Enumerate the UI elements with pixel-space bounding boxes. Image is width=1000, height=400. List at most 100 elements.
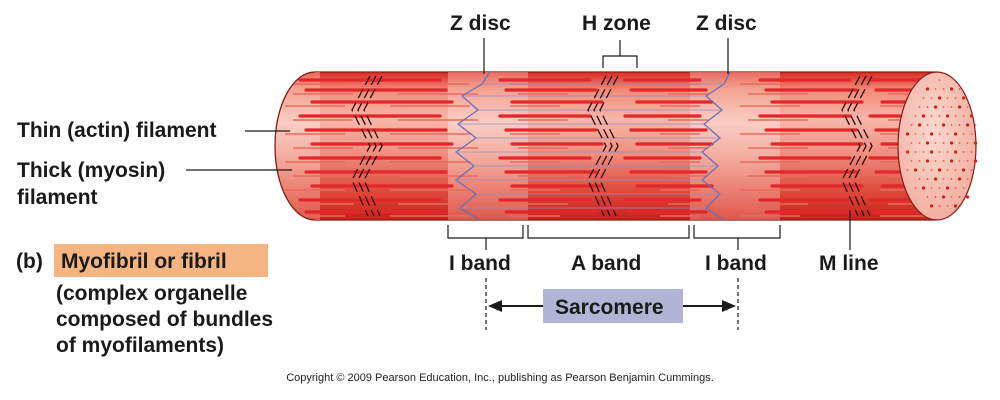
cross-section-dot — [942, 160, 945, 162]
h-zone-bracket — [602, 40, 638, 68]
cross-section-dot — [918, 178, 921, 180]
i-band-region-right — [690, 72, 780, 220]
thick-filament-label-line1: Thick (myosin) — [17, 159, 165, 182]
cross-section-dot — [942, 88, 945, 90]
cross-section-dot — [965, 195, 970, 199]
cross-section-dot — [910, 160, 913, 162]
cross-section-dot — [929, 132, 934, 136]
m-line-right — [841, 75, 873, 217]
figure-letter: (b) — [16, 250, 43, 273]
cross-section-dot — [925, 87, 930, 91]
cross-section-dot — [933, 177, 938, 181]
cross-section-dot — [938, 115, 941, 117]
cross-section-dot — [914, 133, 917, 135]
cross-section-dot — [958, 160, 961, 162]
cross-section-dot — [937, 96, 942, 100]
cross-section-dot — [970, 151, 973, 153]
cross-section-dot — [921, 186, 926, 190]
cross-section-dot — [938, 151, 941, 153]
cross-section-dot — [914, 115, 917, 117]
cross-section-dot — [966, 160, 969, 162]
cross-section-dot — [953, 150, 958, 154]
cross-section-dot — [930, 169, 933, 171]
cross-section-dot — [973, 159, 978, 163]
cross-section-dot — [954, 187, 957, 189]
description-line: composed of bundles — [56, 308, 274, 331]
description-line: of myofilaments) — [56, 334, 225, 357]
cross-section-dot — [930, 187, 933, 189]
thin-filament-label: Thin (actin) filament — [17, 119, 217, 142]
cross-section-dot — [938, 205, 941, 207]
cross-section-dot — [938, 79, 941, 81]
cross-section-dot — [910, 142, 913, 144]
cross-section-dot — [914, 187, 917, 189]
cross-section-dot — [925, 159, 930, 163]
cross-section-dot — [957, 105, 962, 109]
cross-section-dot — [946, 151, 949, 153]
cross-section-dot — [926, 196, 929, 198]
cross-section-dot — [962, 187, 965, 189]
cross-section-dot — [914, 151, 917, 153]
cross-section-dot — [938, 187, 941, 189]
cross-section-dot — [934, 142, 937, 144]
cross-section-dot — [950, 196, 953, 198]
cross-section-dot — [918, 106, 921, 108]
cross-section-dot — [929, 204, 934, 208]
cross-section-dot — [958, 196, 961, 198]
cross-section-dot — [942, 178, 945, 180]
cross-section-dot — [922, 151, 925, 153]
cross-section-dot — [950, 178, 953, 180]
cross-section-dot — [941, 123, 946, 127]
cross-section-dot — [917, 123, 922, 127]
cross-section-dot — [933, 105, 938, 109]
cross-section-dot — [942, 142, 945, 144]
i-band-right-label: I band — [705, 252, 767, 275]
cross-section-dot — [949, 141, 954, 145]
cross-section-dot — [930, 97, 933, 99]
cross-section-dot — [953, 132, 958, 136]
cross-section-dot — [970, 169, 973, 171]
cross-section-dot — [950, 124, 953, 126]
i-band-right-bracket — [693, 225, 781, 250]
cross-section-dot — [962, 133, 965, 135]
figure-title: Myofibril or fibril — [61, 250, 227, 273]
cross-section-dot — [954, 97, 957, 99]
cross-section-dot — [961, 96, 966, 100]
cross-section-dot — [922, 97, 925, 99]
cross-section-dot — [946, 205, 949, 207]
i-band-left-label: I band — [449, 252, 511, 275]
cross-section-dot — [965, 123, 970, 127]
cross-section-dot — [934, 88, 937, 90]
cross-section-dot — [918, 142, 921, 144]
z-disc-right-label: Z disc — [696, 12, 757, 35]
cross-section-dot — [926, 178, 929, 180]
z-disc-left-label: Z disc — [450, 12, 511, 35]
cross-section-dot — [922, 133, 925, 135]
cross-section-dot — [925, 141, 930, 145]
cross-section-dot — [953, 204, 958, 208]
cross-section-dot — [954, 169, 957, 171]
cross-section-dot — [958, 124, 961, 126]
cross-section-dot — [962, 151, 965, 153]
cross-section-dot — [954, 115, 957, 117]
myofibril-body — [274, 71, 976, 221]
cross-section-dot — [905, 132, 910, 136]
cross-section-dot — [926, 124, 929, 126]
z-disc-left-line — [454, 72, 491, 220]
cross-section-dot — [966, 142, 969, 144]
cross-section-dot — [937, 168, 942, 172]
a-band-bracket — [527, 225, 690, 239]
cross-section-dot — [918, 160, 921, 162]
cross-section-dot — [958, 88, 961, 90]
myofibril-cross-section — [897, 71, 977, 221]
sarcomere-label: Sarcomere — [555, 296, 664, 319]
cross-section-dot — [949, 159, 954, 163]
description-line: (complex organelle — [56, 282, 248, 305]
cross-section-dot — [905, 150, 910, 154]
cross-section-dot — [970, 133, 973, 135]
m-line-left — [351, 75, 383, 217]
a-band-label: A band — [571, 252, 641, 275]
cross-section-dot — [913, 168, 918, 172]
i-band-region-left — [448, 72, 528, 220]
